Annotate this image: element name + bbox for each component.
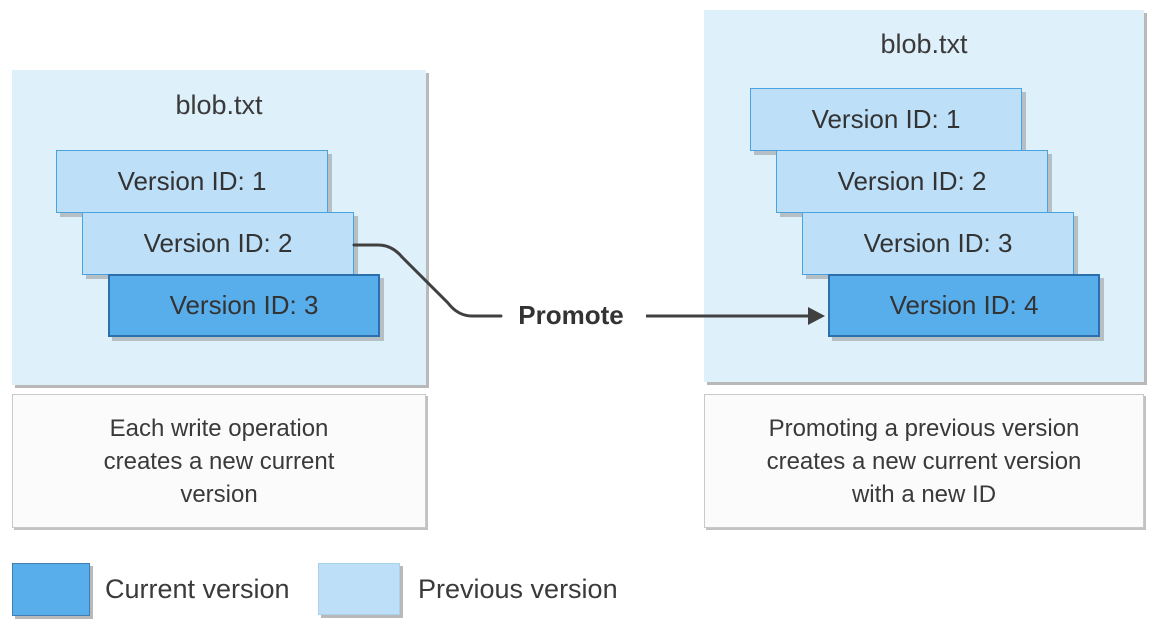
promote-label: Promote <box>518 300 624 330</box>
left-caption-box: Each write operation creates a new curre… <box>12 394 426 528</box>
right-version-4-box: Version ID: 4 <box>828 274 1100 337</box>
right-caption-line-1: Promoting a previous version <box>768 414 1080 442</box>
left-caption-line-1: Each write operation <box>109 414 329 442</box>
previous-version-swatch <box>318 563 400 615</box>
right-version-1-label: Version ID: 1 <box>811 104 961 134</box>
current-version-swatch <box>12 563 90 616</box>
right-version-2-box: Version ID: 2 <box>776 150 1048 213</box>
right-version-4-label: Version ID: 4 <box>889 290 1039 320</box>
right-caption-line-2: creates a new current version <box>766 447 1082 475</box>
left-version-1-label: Version ID: 1 <box>117 166 267 196</box>
left-version-1-box: Version ID: 1 <box>56 150 328 213</box>
right-version-2-label: Version ID: 2 <box>837 166 987 196</box>
right-version-3-box: Version ID: 3 <box>802 212 1074 275</box>
right-caption-box: Promoting a previous version creates a n… <box>704 394 1144 528</box>
left-version-3-label: Version ID: 3 <box>169 290 319 320</box>
left-blob-title: blob.txt <box>175 90 263 120</box>
right-blob-title: blob.txt <box>880 29 968 59</box>
right-caption-line-3: with a new ID <box>851 480 997 508</box>
left-version-2-label: Version ID: 2 <box>143 228 293 258</box>
right-version-3-label: Version ID: 3 <box>863 228 1013 258</box>
current-version-legend-label: Current version <box>105 574 290 604</box>
previous-version-legend-label: Previous version <box>418 574 618 604</box>
right-version-1-box: Version ID: 1 <box>750 88 1022 151</box>
left-version-2-box: Version ID: 2 <box>82 212 354 275</box>
left-version-3-box: Version ID: 3 <box>108 274 380 337</box>
left-caption-line-2: creates a new current <box>103 447 335 475</box>
left-caption-line-3: version <box>180 480 258 508</box>
